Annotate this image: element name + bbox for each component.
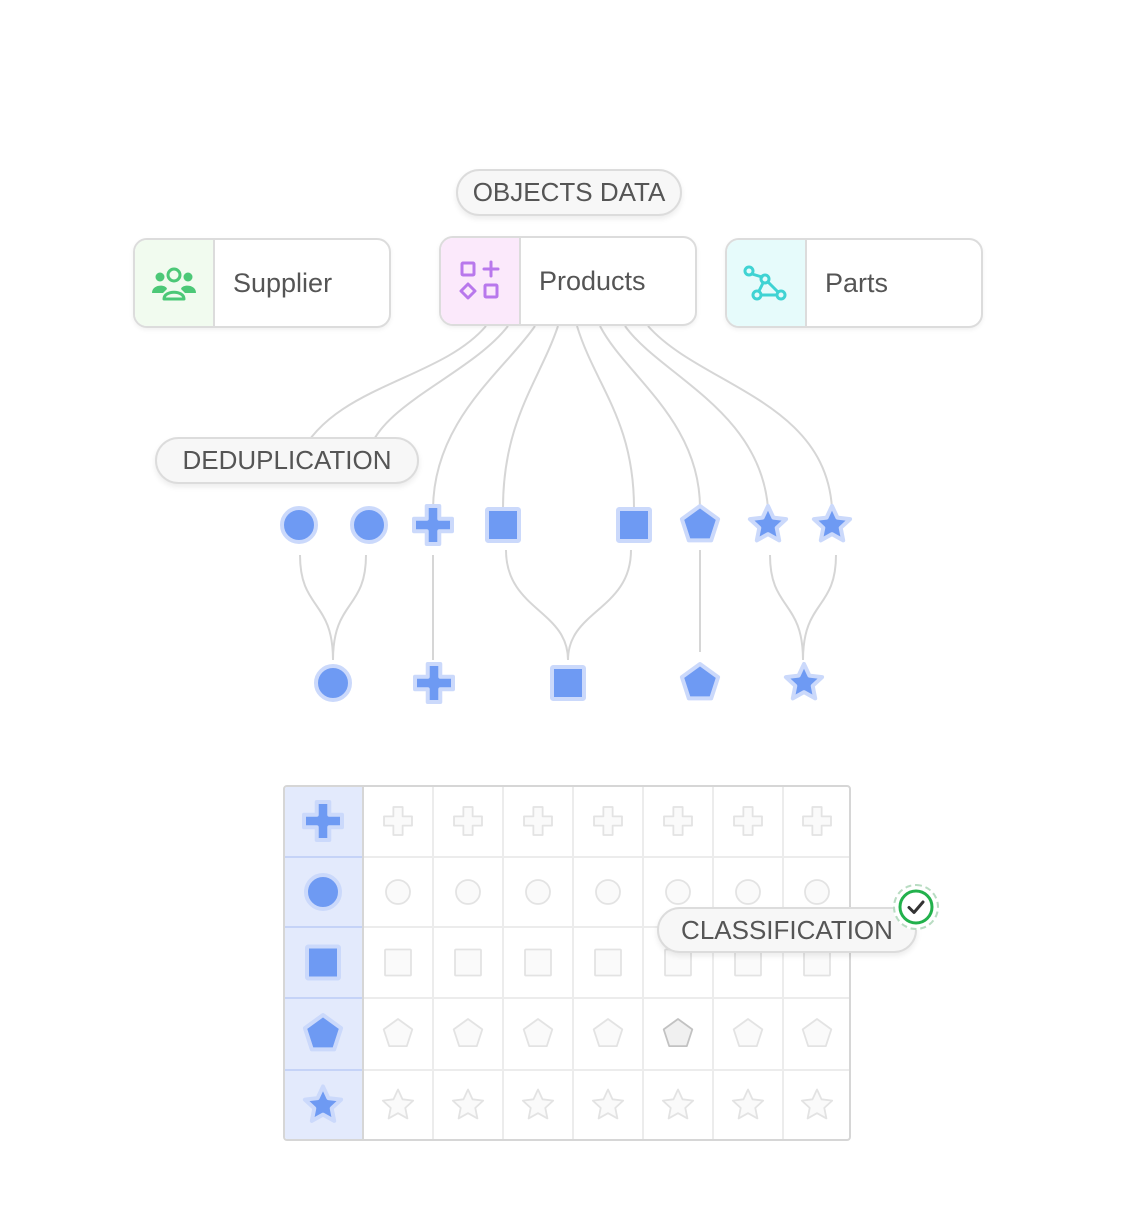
connector-line — [332, 554, 367, 661]
products-card[interactable]: Products — [439, 236, 697, 326]
grid-cell-star-shape — [800, 1088, 834, 1120]
grid-cell-circle-shape — [735, 879, 761, 905]
grid-cell-star-shape — [731, 1088, 765, 1120]
raw-star-shape — [811, 504, 853, 543]
grid-cell-cross-shape — [593, 806, 623, 836]
raw-square-shape — [616, 507, 652, 543]
dedup-star-shape — [783, 662, 825, 701]
grid-cell-square-shape — [524, 948, 552, 977]
grid-cell-cross-shape — [453, 806, 483, 836]
grid-cell-square-shape — [664, 948, 692, 977]
users-group-icon — [152, 267, 196, 301]
objects-data-label: OBJECTS DATA — [456, 169, 682, 216]
grid-cell-circle-shape — [385, 879, 411, 905]
check-badge — [893, 884, 939, 930]
connector-line — [567, 549, 632, 661]
raw-circle-shape — [350, 506, 388, 544]
grid-cell-circle-shape — [665, 879, 691, 905]
connector-line — [299, 325, 487, 456]
products-label: Products — [539, 265, 646, 296]
supplier-icon-cell — [135, 240, 215, 326]
parts-icon-cell — [727, 240, 807, 326]
grid-cell-pentagon-shape — [592, 1018, 624, 1048]
grid-cell-circle-shape — [804, 879, 830, 905]
grid-cell-pentagon-shape — [522, 1018, 554, 1048]
grid-header-square-shape — [305, 944, 341, 981]
grid-cell-circle-shape — [455, 879, 481, 905]
grid-cell-square-shape — [384, 948, 412, 977]
grid-cell-star-shape — [451, 1088, 485, 1120]
grid-cell-star-shape — [381, 1088, 415, 1120]
grid-cell-cross-shape — [733, 806, 763, 836]
grid-cell-cross-shape — [663, 806, 693, 836]
grid-cell-pentagon-shape — [732, 1018, 764, 1048]
classification-grid — [283, 785, 851, 1141]
connector-line — [802, 554, 837, 661]
raw-cross-shape — [412, 504, 454, 546]
grid-cell-square-shape — [734, 948, 762, 977]
grid-cell-square-shape — [594, 948, 622, 977]
raw-square-shape — [485, 507, 521, 543]
parts-card[interactable]: Parts — [725, 238, 983, 328]
classification-grid-cells — [285, 787, 849, 1139]
grid-cell-circle-shape — [595, 879, 621, 905]
grid-cell-cross-shape — [383, 806, 413, 836]
dedup-square-shape — [550, 665, 586, 701]
connector-line — [505, 549, 569, 661]
grid-cell-star-shape — [521, 1088, 555, 1120]
grid-header-circle-shape — [304, 873, 342, 911]
check-circle-icon — [898, 889, 934, 925]
deduplication-label: DEDUPLICATION — [155, 437, 419, 484]
grid-header-pentagon-shape — [302, 1013, 344, 1052]
raw-pentagon-shape — [679, 504, 721, 543]
grid-cell-square-shape — [454, 948, 482, 977]
dedup-cross-shape — [413, 662, 455, 704]
shapes-icon — [459, 260, 500, 300]
grid-header-star-shape — [302, 1084, 344, 1123]
connector-line — [769, 554, 804, 661]
grid-cell-star-shape — [661, 1088, 695, 1120]
raw-circle-shape — [280, 506, 318, 544]
supplier-card[interactable]: Supplier — [133, 238, 391, 328]
connector-line — [647, 325, 833, 509]
connector-line — [299, 554, 334, 661]
grid-cell-circle-shape — [525, 879, 551, 905]
supplier-label: Supplier — [233, 267, 333, 298]
dedup-circle-shape — [314, 664, 352, 702]
connector-line — [432, 325, 536, 511]
parts-label: Parts — [825, 267, 889, 298]
grid-cell-pentagon-shape — [452, 1018, 484, 1048]
grid-cell-square-shape — [803, 948, 831, 977]
grid-cell-cross-shape — [802, 806, 832, 836]
connector-line — [624, 325, 769, 509]
connector-line — [576, 325, 635, 509]
dedup-pentagon-shape — [679, 662, 721, 701]
classification-label: CLASSIFICATION — [657, 907, 917, 953]
products-icon-cell — [441, 238, 521, 324]
connected-nodes-icon — [743, 265, 787, 301]
connector-line — [599, 325, 701, 509]
grid-cell-pentagon-shape — [801, 1018, 833, 1048]
grid-cell-star-shape — [591, 1088, 625, 1120]
connector-line — [502, 325, 559, 509]
grid-cell-pentagon-shape — [382, 1018, 414, 1048]
grid-cell-pentagon-shape — [662, 1018, 694, 1048]
grid-header-cross-shape — [302, 800, 344, 842]
raw-star-shape — [747, 504, 789, 543]
grid-cell-cross-shape — [523, 806, 553, 836]
